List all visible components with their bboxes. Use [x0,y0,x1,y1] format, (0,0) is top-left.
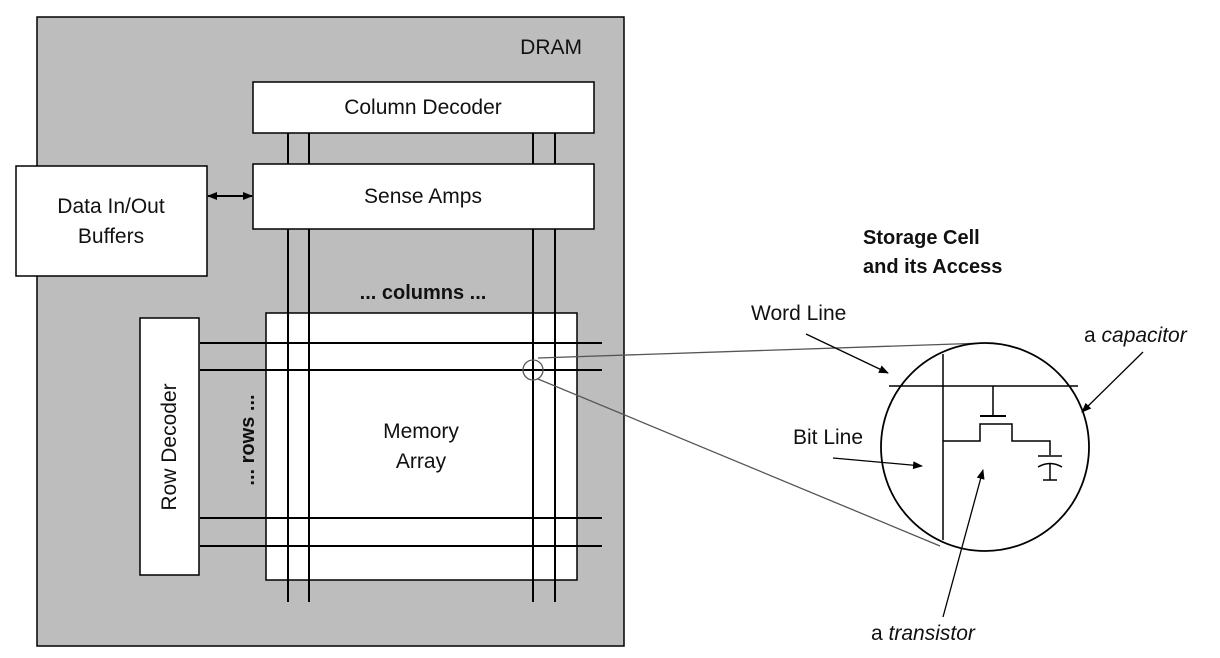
transistor-label: a transistor [871,622,976,645]
bit-line-arrow [832,457,923,470]
columns-label: ... columns ... [360,282,487,304]
storage-cell-title-line1: Storage Cell [863,227,980,249]
capacitor-label: a capacitor [1084,324,1188,347]
sense-amps: Sense Amps [252,163,595,230]
storage-cell-title-line2: and its Access [863,256,1002,278]
column-lines-array [287,313,556,602]
memory-array-label-line2: Array [396,450,447,473]
data-buffers-label-line1: Data In/Out [57,195,165,218]
word-line-arrow [805,333,889,374]
zoom-line-top [537,342,986,359]
memory-array: Memory Array [265,312,578,581]
row-decoder: Row Decoder [139,317,200,576]
zoom-line-bottom [537,378,941,547]
sense-amps-label: Sense Amps [364,185,482,208]
capacitor-arrow [1081,351,1144,413]
rows-label: ... rows ... [237,394,259,485]
bit-line-label: Bit Line [793,426,863,449]
dram-label: DRAM [520,36,582,59]
transistor-arrow [942,469,985,618]
storage-cell-detail [880,342,1090,552]
column-decoder: Column Decoder [252,81,595,134]
column-decoder-label: Column Decoder [344,96,502,119]
row-decoder-label: Row Decoder [158,383,181,510]
memory-array-label-line1: Memory [383,420,459,443]
data-buffers-label-line2: Buffers [78,225,144,248]
word-line-label: Word Line [751,302,846,325]
data-buffers: Data In/Out Buffers [15,165,208,277]
cell-highlight-circle [522,359,544,381]
row-lines [200,342,602,547]
